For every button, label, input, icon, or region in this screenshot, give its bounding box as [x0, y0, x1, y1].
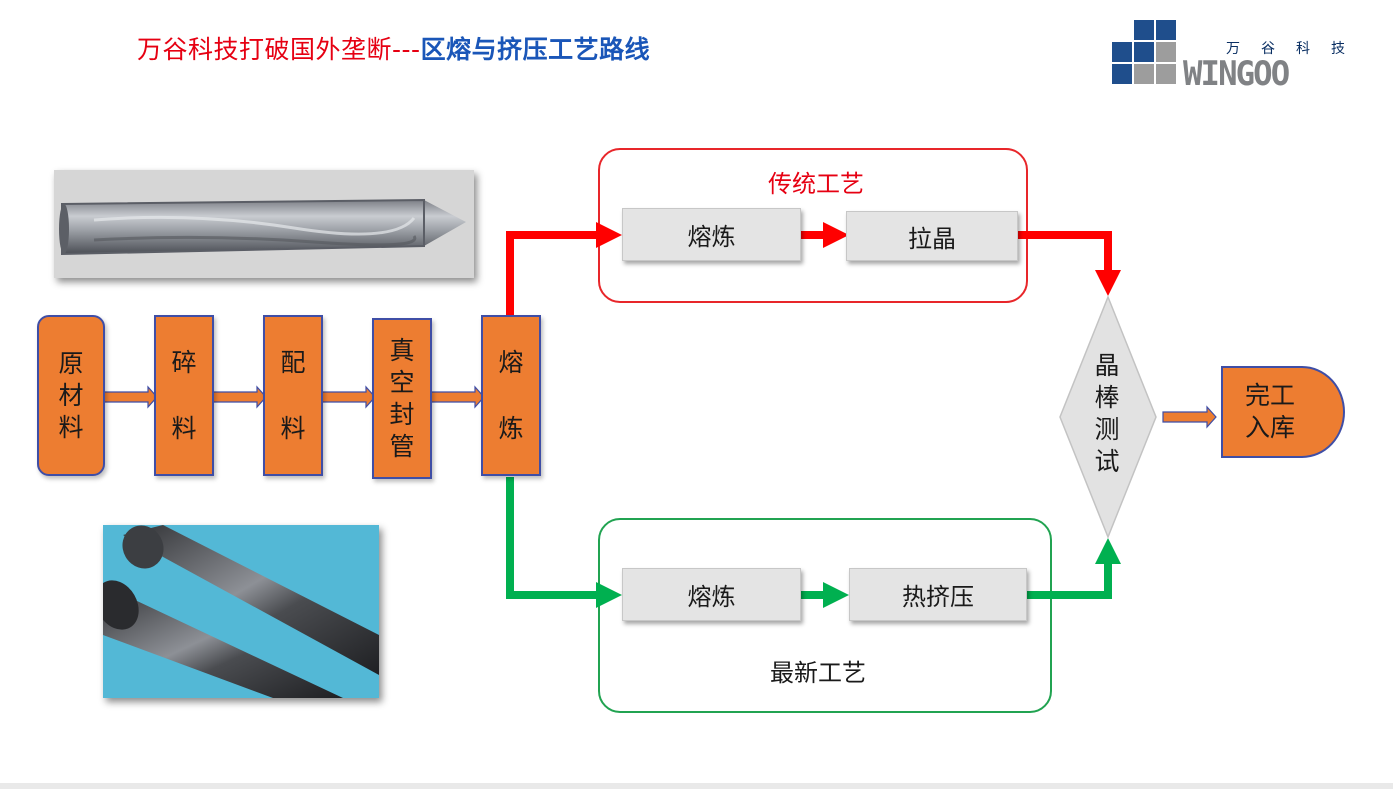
- traditional-process-title: 传统工艺: [768, 170, 864, 198]
- arrow-step-1: [103, 385, 158, 409]
- title-blue-part: 区熔与挤压工艺路线: [420, 35, 651, 64]
- logo-cn-text: 万谷科技: [1226, 41, 1366, 57]
- rods-illustration: [103, 525, 379, 698]
- hot-extrusion-box: 热挤压: [849, 568, 1027, 621]
- title-red-part: 万谷科技打破国外垄断---: [137, 35, 421, 64]
- step-melting: 熔炼: [481, 315, 541, 476]
- footer-bar: [0, 783, 1393, 789]
- arrow-step-3: [321, 385, 376, 409]
- finish-node-text: 完工入库: [1244, 381, 1295, 442]
- step-raw-material: 原材料: [37, 315, 105, 476]
- ingot-illustration: [54, 170, 474, 278]
- company-logo: [1112, 18, 1362, 88]
- finish-node-label: 完工入库: [1240, 380, 1300, 444]
- step-batching-label: 配料: [280, 347, 306, 443]
- traditional-melting-box: 熔炼: [622, 208, 801, 261]
- logo-en-text: WINGOO: [1183, 54, 1290, 94]
- step-batching: 配料: [263, 315, 323, 476]
- crystal-pulling-box: 拉晶: [846, 211, 1018, 261]
- arrow-to-finish: [1162, 405, 1217, 429]
- test-node-text: 晶棒测试: [1094, 351, 1120, 476]
- step-arrows: [103, 385, 1217, 429]
- arrow-step-4: [430, 385, 485, 409]
- finish-shape: [1221, 366, 1345, 458]
- latest-path: [506, 477, 1121, 608]
- arrow-step-2: [212, 385, 267, 409]
- page-title: 万谷科技打破国外垄断---区熔与挤压工艺路线: [137, 30, 650, 66]
- test-node-label: 晶棒测试: [1094, 350, 1122, 478]
- step-vacuum-seal-label: 真空封管: [389, 335, 415, 461]
- step-crushing-label: 碎料: [171, 347, 197, 443]
- step-raw-material-label: 原材料: [58, 348, 84, 442]
- latest-melting-box: 熔炼: [622, 568, 801, 621]
- step-vacuum-seal: 真空封管: [372, 318, 432, 479]
- rods-photo: [103, 525, 379, 698]
- step-crushing: 碎料: [154, 315, 214, 476]
- latest-process-title: 最新工艺: [770, 659, 866, 687]
- traditional-path: [506, 222, 1121, 317]
- test-diamond: [1059, 294, 1157, 540]
- step-melting-label: 熔炼: [498, 347, 524, 443]
- ingot-photo: [54, 170, 474, 278]
